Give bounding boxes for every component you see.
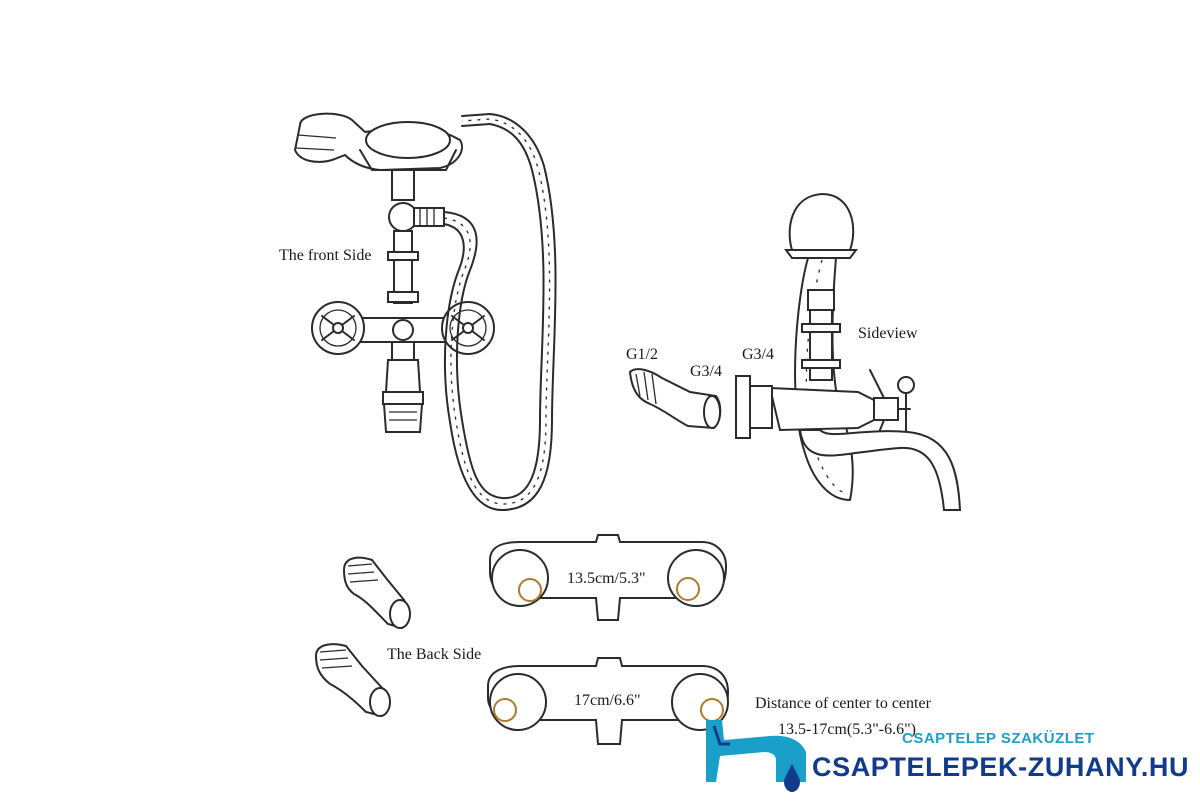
watermark-site-name: CSAPTELEPEK-ZUHANY.HU xyxy=(812,752,1190,782)
g34-label-side: G3/4 xyxy=(742,346,774,363)
g12-label: G1/2 xyxy=(626,346,658,363)
dimension-long-label: 17cm/6.6" xyxy=(574,692,641,709)
shower-hose xyxy=(443,113,557,511)
dimension-short-label: 13.5cm/5.3" xyxy=(567,570,646,587)
left-handle xyxy=(311,301,365,355)
g34-label-elbow: G3/4 xyxy=(690,363,722,380)
front-view-drawing xyxy=(293,112,557,511)
water-drop-icon xyxy=(784,764,800,792)
mounting-plate-short xyxy=(489,534,728,621)
elbow-fitting-middle xyxy=(628,368,722,430)
mounting-plate-long xyxy=(487,657,730,745)
faucet-logo-icon xyxy=(706,720,806,782)
back-side-label: The Back Side xyxy=(387,646,482,663)
distance-title-label: Distance of center to center xyxy=(755,695,931,712)
front-side-label: The front Side xyxy=(279,247,372,264)
elbow-fitting-back-1 xyxy=(342,556,411,630)
distance-range-label: 13.5-17cm(5.3"-6.6") xyxy=(778,721,916,738)
watermark-tagline: CSAPTELEP SZAKÜZLET xyxy=(902,730,1095,747)
right-handle xyxy=(441,301,495,355)
sideview-label: Sideview xyxy=(858,325,918,342)
side-view-drawing xyxy=(735,192,962,511)
elbow-fitting-back-2 xyxy=(314,643,391,718)
